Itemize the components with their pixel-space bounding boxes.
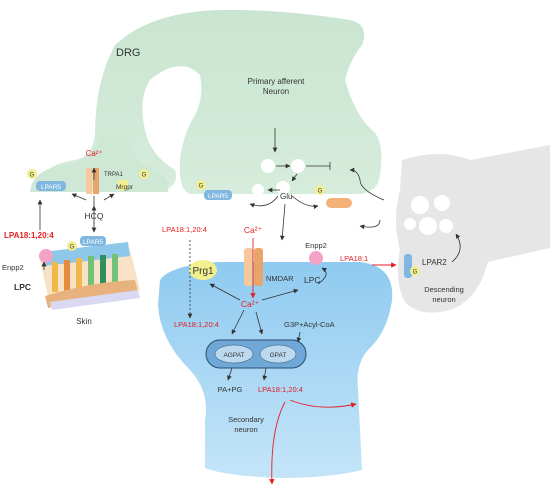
agpat-enzyme xyxy=(214,344,254,364)
g-protein-mrgpr xyxy=(139,169,149,179)
lpa-bottom-label: LPA18:1,20:4 xyxy=(258,385,303,394)
lpar2-label: LPAR2 xyxy=(422,258,447,267)
lpc-left-label: LPC xyxy=(14,282,31,292)
ca2-lower-label: Ca²⁺ xyxy=(241,299,260,309)
g-protein-skin xyxy=(67,241,77,251)
g-label-right: G xyxy=(318,189,323,195)
glutamate-vesicles xyxy=(252,159,305,196)
lpa-mid-label: LPA18:1,20:4 xyxy=(162,225,207,234)
prg1-label: Prg1 xyxy=(192,266,214,277)
secondary-label-line1: Secondary xyxy=(228,415,264,424)
g-label-center: G xyxy=(199,184,204,190)
pathway-arrows xyxy=(37,128,461,381)
trpa1-channel-right xyxy=(93,168,99,194)
gpat-label: GPAT xyxy=(270,352,287,359)
descending-label-line1: Descending xyxy=(424,285,464,294)
secondary-label-line2: neuron xyxy=(234,425,257,434)
g-protein-center xyxy=(196,180,206,190)
primary-afferent-label-line1: Primary afferent xyxy=(248,77,306,86)
enpp2-center-enzyme xyxy=(309,251,323,265)
nmdar-label: NMDAR xyxy=(266,274,294,283)
lpar5-skin-label: LPAR5 xyxy=(83,239,103,246)
lpa-lower-label: LPA18:1,20:4 xyxy=(174,320,219,329)
enpp2-left-enzyme xyxy=(39,249,53,263)
enpp2-center-label: Enpp2 xyxy=(305,241,327,250)
descending-label-line2: neuron xyxy=(432,295,455,304)
lpar5-skin-receptor xyxy=(80,236,106,246)
lpar2-receptor xyxy=(404,254,412,278)
secondary-neuron xyxy=(158,262,393,478)
drg-label: DRG xyxy=(116,47,140,59)
skin-illustration xyxy=(40,242,140,310)
skin-label: Skin xyxy=(76,317,92,326)
gpat-enzyme xyxy=(259,344,297,364)
g-protein-right xyxy=(315,185,325,195)
enpp2-left-label: Enpp2 xyxy=(2,263,24,272)
descending-neuron xyxy=(396,145,550,313)
g-label-mrgpr: G xyxy=(142,173,147,179)
prg1-protein xyxy=(189,260,217,280)
red-arrows xyxy=(250,238,397,485)
nmdar-channel-left xyxy=(244,248,253,286)
hcq-label: HCQ xyxy=(85,211,104,221)
agpat-label: AGPAT xyxy=(223,352,244,359)
glu-label: Glu xyxy=(280,192,292,201)
lpar5-center-label: LPAR5 xyxy=(208,193,228,200)
lpar5-left-label: LPAR5 xyxy=(41,184,61,191)
lpc-center-label: LPC xyxy=(304,275,321,285)
lpar5-center-receptor xyxy=(204,190,232,200)
nmdar-channel-right xyxy=(254,248,263,286)
g3p-label: G3P+Acyl-CoA xyxy=(284,320,335,329)
lpar5-left-receptor xyxy=(36,181,66,191)
descending-vesicles xyxy=(404,195,453,235)
mrgpr-label: Mrgpr xyxy=(116,184,134,191)
drg-left-terminal xyxy=(30,135,169,192)
presynaptic-receptor xyxy=(326,198,352,208)
ca2-top-label: Ca²⁺ xyxy=(85,149,102,158)
g-label-lpar2: G xyxy=(413,270,418,276)
mrgpr-receptor xyxy=(118,180,128,190)
g-protein-left xyxy=(27,169,37,179)
g-label-left: G xyxy=(30,173,35,179)
g-protein-lpar2 xyxy=(410,266,420,276)
primary-afferent-label-line2: Neuron xyxy=(263,87,289,96)
g-label-skin: G xyxy=(70,245,75,251)
trpa1-label: TRPA1 xyxy=(104,172,124,178)
trpa1-channel xyxy=(86,168,92,194)
ca2-center-label: Ca²⁺ xyxy=(244,225,263,235)
papg-label: PA+PG xyxy=(218,385,243,394)
lpa181-label: LPA18:1 xyxy=(340,254,368,263)
lpa-left-label: LPA18:1,20:4 xyxy=(4,231,54,240)
